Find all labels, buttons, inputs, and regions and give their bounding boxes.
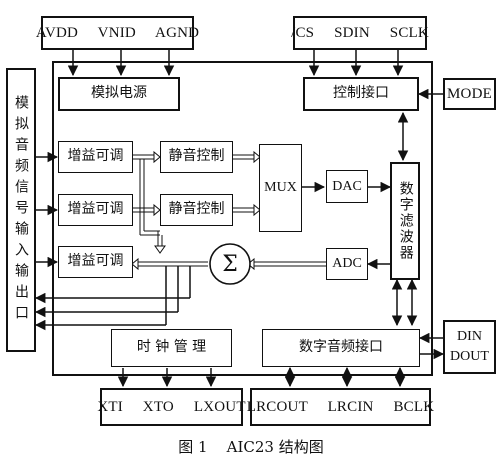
mute-block-1: 静音控制 [160, 141, 233, 173]
mute-1-label: 静音控制 [168, 148, 225, 165]
sum-label: Σ [222, 251, 238, 277]
gain-1-label: 增益可调 [67, 148, 124, 165]
gain-3-label: 增益可调 [67, 253, 124, 270]
mode-pin: MODE [443, 78, 496, 110]
dac-label: DAC [332, 178, 362, 194]
din-label: DIN [457, 329, 482, 344]
gain-block-2: 增益可调 [58, 194, 133, 226]
audio-pins-label: LRCOUT LRCIN BCLK [246, 398, 435, 415]
clock-pins: XTI XTO LXOUT [97, 388, 246, 426]
gain-2-label: 增益可调 [67, 201, 124, 218]
dout-label: DOUT [450, 349, 489, 364]
control-pins-label: /CS SDIN SCLK [291, 24, 429, 41]
clock-management-block: 时 钟 管 理 [111, 329, 232, 367]
mode-pin-label: MODE [447, 85, 492, 102]
sum-circle [209, 243, 251, 285]
digital-audio-interface-block: 数字音频接口 [262, 329, 420, 367]
digital-audio-interface-label: 数字音频接口 [299, 339, 383, 356]
control-interface-block: 控制接口 [303, 77, 419, 111]
control-interface-label: 控制接口 [333, 85, 389, 102]
control-pins: /CS SDIN SCLK [291, 16, 429, 50]
digital-filter-label: 数字滤波器 [397, 181, 414, 261]
analog-audio-io: 模拟音频信号输入输出口 [6, 68, 36, 352]
chip-outline [52, 61, 433, 376]
analog-power-label: 模拟电源 [91, 85, 147, 102]
figure-caption-text: 图 1 AIC23 结构图 [178, 438, 324, 456]
adc-label: ADC [332, 256, 362, 272]
digital-filter-block: 数字滤波器 [390, 162, 420, 280]
mux-label: MUX [264, 180, 297, 196]
mute-block-2: 静音控制 [160, 194, 233, 226]
mux-block: MUX [259, 144, 302, 232]
power-pins: AVDD VNID AGND [36, 16, 199, 50]
analog-power-block: 模拟电源 [58, 77, 180, 111]
dac-block: DAC [326, 170, 368, 203]
analog-audio-io-label: 模拟音频信号输入输出口 [13, 94, 29, 326]
sum-symbol: Σ [218, 251, 242, 277]
figure-caption: 图 1 AIC23 结构图 [0, 436, 502, 457]
clock-pins-label: XTI XTO LXOUT [97, 398, 246, 415]
din-dout-pins: DIN DOUT [443, 320, 496, 374]
adc-block: ADC [326, 248, 368, 280]
clock-management-label: 时 钟 管 理 [136, 339, 207, 356]
audio-interface-pins: LRCOUT LRCIN BCLK [247, 388, 434, 426]
gain-block-3: 增益可调 [58, 246, 133, 278]
power-pins-label: AVDD VNID AGND [35, 24, 200, 41]
mute-2-label: 静音控制 [168, 201, 225, 218]
gain-block-1: 增益可调 [58, 141, 133, 173]
